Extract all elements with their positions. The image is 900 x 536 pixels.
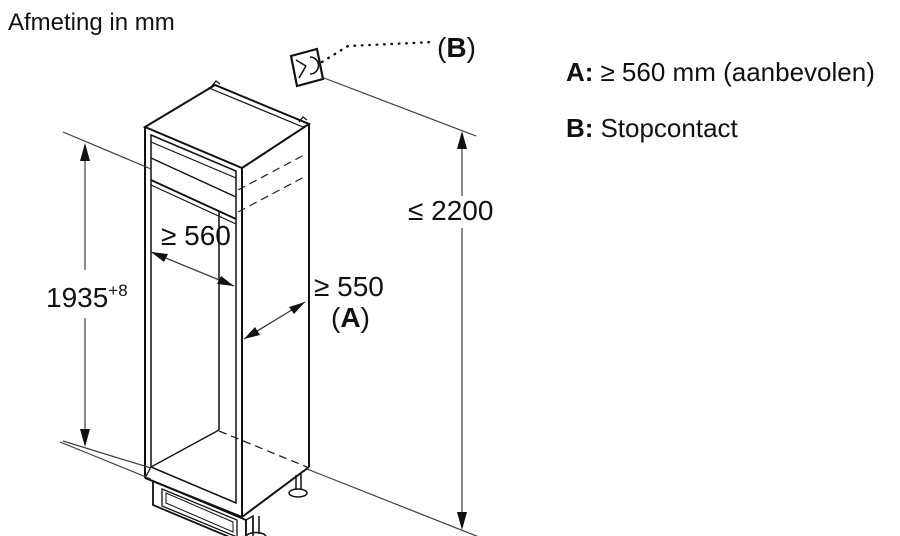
plinth-front-panel [152, 479, 247, 536]
niche-height-label: 1935+8 [46, 281, 128, 313]
cabinet-top-notch-left [210, 80, 221, 88]
cabinet-bottom-left-corner [144, 466, 152, 479]
dimension-niche-height: 1935+8 [46, 131, 152, 469]
page-title: Afmeting in mm [8, 9, 175, 36]
niche-floor-back-hidden-edge [218, 430, 308, 468]
plinth-recess-outer [161, 488, 238, 536]
niche-floor-left-edge [150, 429, 220, 468]
callout-b-label: (B) [437, 32, 476, 63]
hidden-top-edge-1 [237, 153, 307, 191]
cabinet-top-back-rail [207, 84, 310, 128]
legend-row-b: B:Stopcontact [566, 113, 739, 143]
foot-front [245, 516, 267, 536]
niche-crossbar-bottom [150, 179, 237, 220]
niche-depth-label: ≥ 550 [314, 271, 384, 302]
legend-key-a: A: [566, 57, 593, 87]
niche-ceiling-edge [150, 141, 237, 179]
cabinet-drawing [59, 80, 479, 536]
niche-crossbar-bottom-inner [150, 184, 237, 225]
cabinet-top-notch-right [298, 116, 308, 123]
niche-crossbar-top [150, 157, 237, 198]
legend-row-a: A:≥ 560 mm (aanbevolen) [566, 57, 875, 87]
plinth-recess-inner [165, 492, 234, 533]
socket-icon [289, 47, 325, 88]
floor-line-right [306, 468, 479, 536]
legend-value-a: ≥ 560 mm (aanbevolen) [600, 57, 874, 87]
niche-width-label: ≥ 560 [161, 220, 231, 251]
cabinet-opening [150, 133, 237, 505]
foot-right [288, 473, 308, 498]
floor-line-left [59, 441, 152, 480]
plinth-side-panel [245, 514, 254, 536]
callout-b-dotted-line [320, 40, 436, 64]
cabinet-top-face [142, 83, 312, 170]
cabinet-bottom-right-edge [241, 466, 310, 518]
legend-value-b: Stopcontact [600, 113, 738, 143]
hidden-top-edge-2 [237, 175, 307, 213]
legend-key-b: B: [566, 113, 593, 143]
legend: A:≥ 560 mm (aanbevolen) B:Stopcontact [566, 57, 875, 143]
dimension-niche-width: ≥ 560 [150, 220, 235, 287]
socket-height-label: ≤ 2200 [408, 195, 493, 226]
dimension-socket-height: ≤ 2200 [323, 77, 493, 530]
dimension-niche-depth: ≥ 550 (A) [243, 271, 384, 340]
niche-depth-ref-label: (A) [331, 302, 370, 333]
